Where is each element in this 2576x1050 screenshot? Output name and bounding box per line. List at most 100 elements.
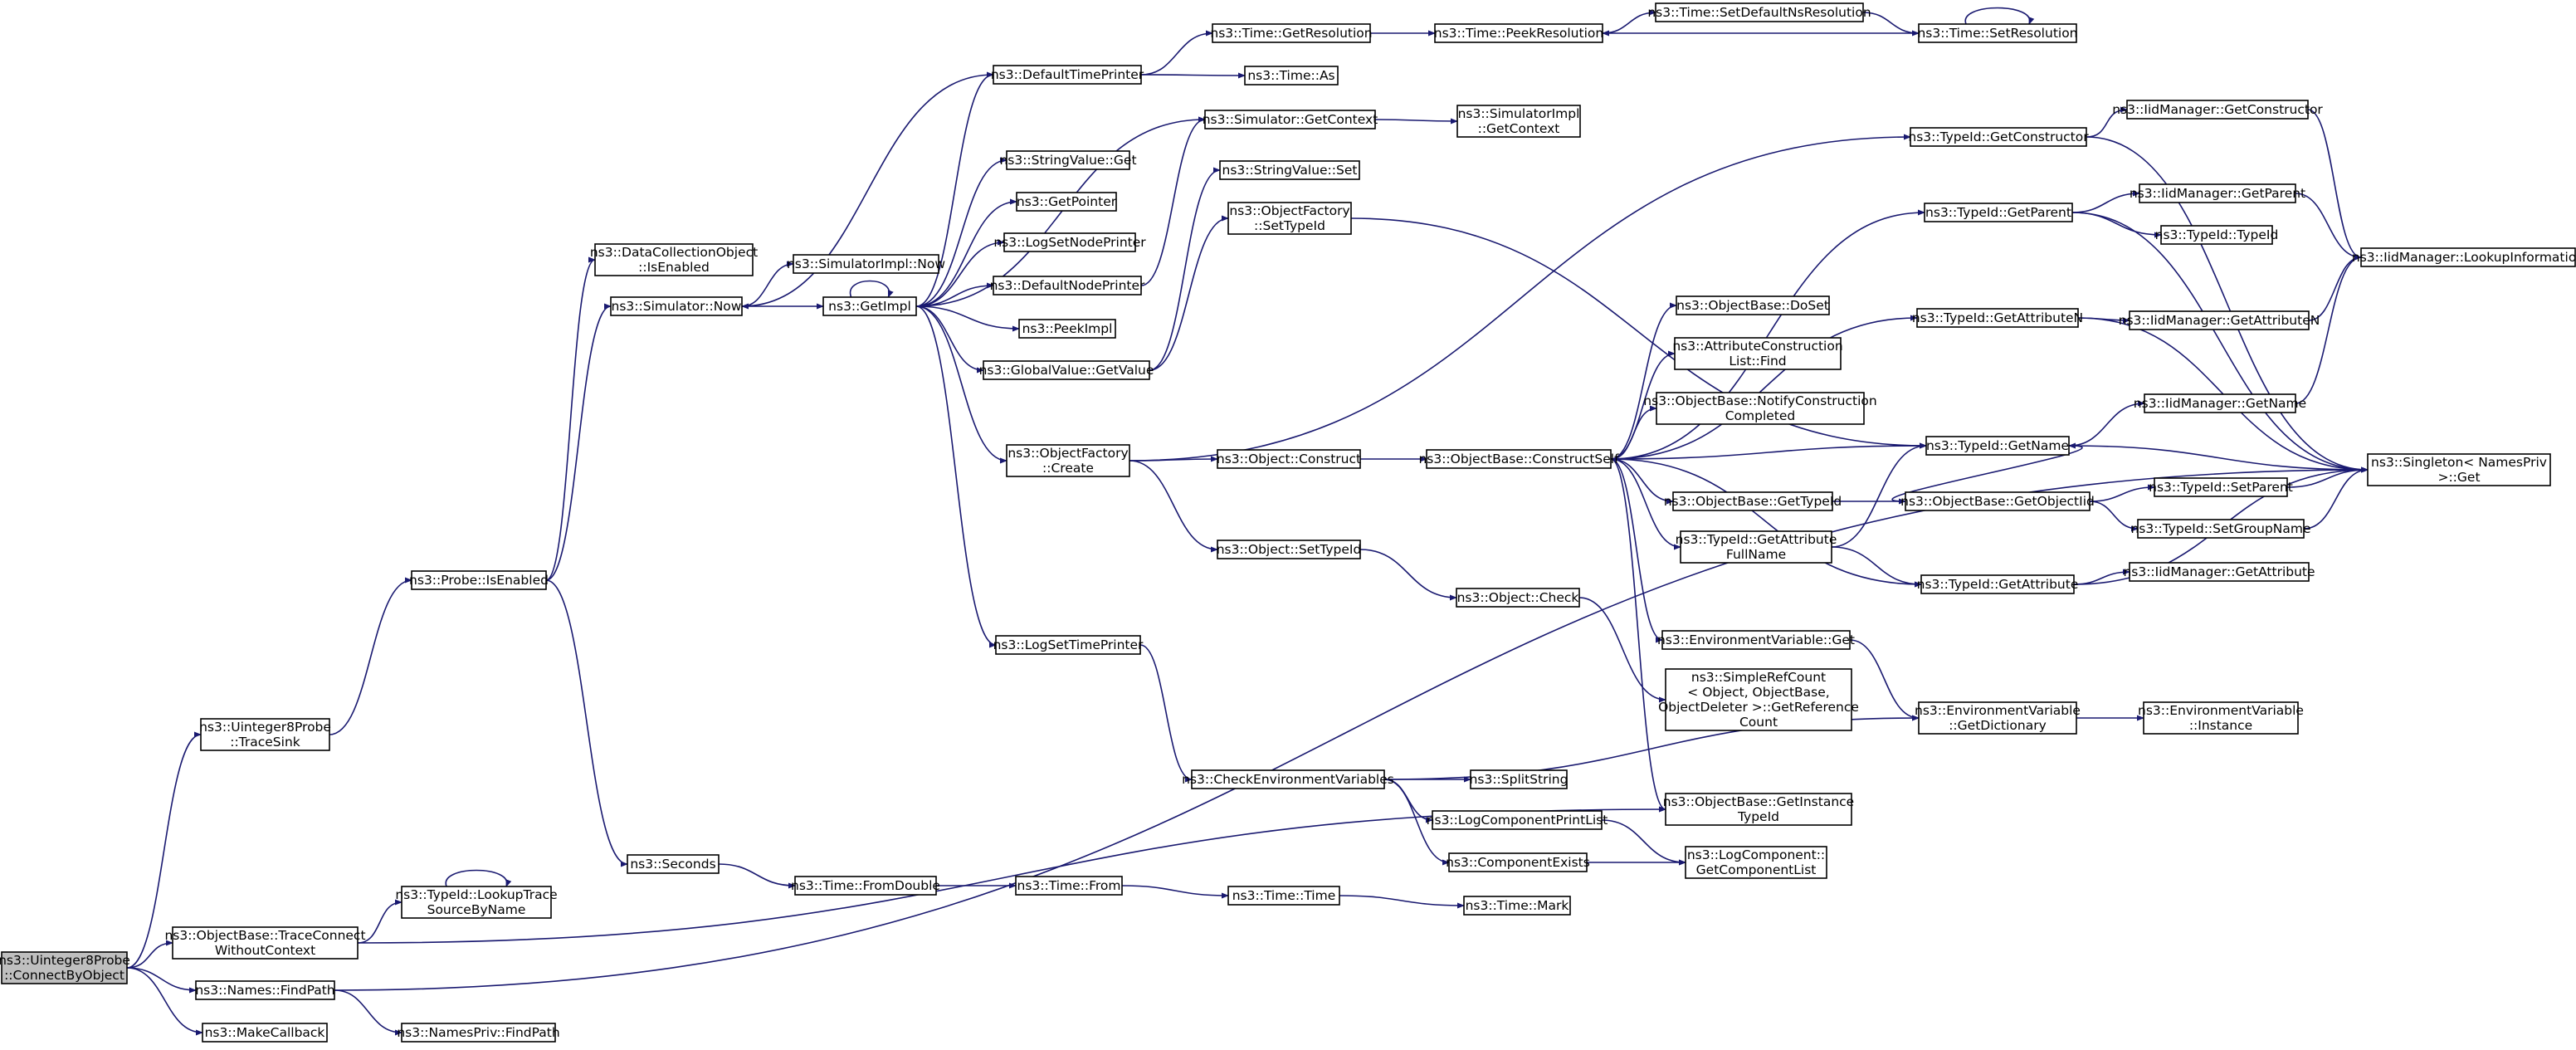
- node-simplerefcount[interactable]: ns3::SimpleRefCount< Object, ObjectBase,…: [1658, 668, 1859, 731]
- node-label: ns3::CheckEnvironmentVariables: [1182, 772, 1394, 787]
- node-iidgetconstructor[interactable]: ns3::IidManager::GetConstructor: [2112, 100, 2323, 120]
- node-typeidgetattribute[interactable]: ns3::TypeId::GetAttribute: [1917, 574, 2079, 594]
- node-logsetnodeprinter[interactable]: ns3::LogSetNodePrinter: [993, 232, 1146, 252]
- node-simimplnow[interactable]: ns3::SimulatorImpl::Now: [787, 254, 945, 274]
- node-globalvalueget[interactable]: ns3::GlobalValue::GetValue: [979, 360, 1154, 380]
- node-box: [1665, 668, 1852, 731]
- node-iidgetattrn[interactable]: ns3::IidManager::GetAttributeN: [2119, 310, 2320, 330]
- node-box: [2160, 225, 2273, 245]
- node-simgetcontext[interactable]: ns3::Simulator::GetContext: [1203, 110, 1378, 129]
- node-logcompprintlist[interactable]: ns3::LogComponentPrintList: [1427, 810, 1608, 830]
- call-edges: [126, 7, 2369, 1036]
- node-root[interactable]: ns3::Uinteger8Probe::ConnectByObject: [0, 951, 130, 984]
- node-traceconnect[interactable]: ns3::ObjectBase::TraceConnectWithoutCont…: [164, 926, 366, 960]
- node-label: ns3::Uinteger8Probe: [199, 720, 331, 735]
- node-setresolution[interactable]: ns3::Time::SetResolution: [1917, 23, 2078, 43]
- node-iidgetname[interactable]: ns3::IidManager::GetName: [2134, 393, 2306, 413]
- node-getobjectiid[interactable]: ns3::ObjectBase::GetObjectIid: [1900, 491, 2095, 511]
- node-box: [200, 718, 330, 751]
- node-peekresolution[interactable]: ns3::Time::PeekResolution: [1434, 23, 1603, 43]
- node-label: ns3::DefaultNodePrinter: [990, 278, 1145, 293]
- edge-typeidgetconstructor-to-iidgetconstructor: [2086, 106, 2128, 138]
- edge-constructself-to-notifyconstr: [1610, 405, 1657, 460]
- node-box: [1426, 449, 1612, 469]
- edge-traceconnect-to-getinstancetypeid: [357, 806, 1666, 944]
- node-typeidsetgroupname[interactable]: ns3::TypeId::SetGroupName: [2130, 519, 2311, 539]
- node-doset[interactable]: ns3::ObjectBase::DoSet: [1676, 295, 1830, 315]
- node-typeidgetattrn[interactable]: ns3::TypeId::GetAttributeN: [1912, 308, 2083, 328]
- node-obgettypeid[interactable]: ns3::ObjectBase::GetTypeId: [1664, 491, 1842, 511]
- node-stringvalueget[interactable]: ns3::StringValue::Get: [999, 150, 1137, 170]
- node-u8trace[interactable]: ns3::Uinteger8Probe::TraceSink: [199, 718, 331, 751]
- node-objfactorysettypeid[interactable]: ns3::ObjectFactory::SetTypeId: [1227, 202, 1352, 235]
- node-componentexists[interactable]: ns3::ComponentExists: [1446, 852, 1590, 872]
- node-box: [172, 926, 359, 960]
- node-box: [1470, 769, 1568, 789]
- node-makecallback[interactable]: ns3::MakeCallback: [202, 1023, 328, 1043]
- node-envvarinstance[interactable]: ns3::EnvironmentVariable::Instance: [2138, 701, 2304, 735]
- node-objectcheck[interactable]: ns3::Object::Check: [1456, 588, 1580, 608]
- node-simnow[interactable]: ns3::Simulator::Now: [610, 296, 743, 316]
- node-defaulttimeprinter[interactable]: ns3::DefaultTimePrinter: [991, 65, 1144, 85]
- node-findpath[interactable]: ns3::Names::FindPath: [195, 980, 335, 1000]
- node-label: ns3::IidManager::GetAttributeN: [2119, 313, 2320, 328]
- node-envvarget[interactable]: ns3::EnvironmentVariable::Get: [1657, 630, 1855, 650]
- node-iidgetparent[interactable]: ns3::IidManager::GetParent: [2130, 183, 2305, 203]
- node-checkenvvars[interactable]: ns3::CheckEnvironmentVariables: [1182, 769, 1394, 789]
- node-typeidsetparent[interactable]: ns3::TypeId::SetParent: [2149, 477, 2293, 497]
- node-box: [1456, 105, 1581, 138]
- node-dco[interactable]: ns3::DataCollectionObject::IsEnabled: [590, 243, 758, 276]
- node-box: [2126, 100, 2309, 120]
- node-getresolution[interactable]: ns3::Time::GetResolution: [1210, 23, 1373, 43]
- node-iidgetattribute[interactable]: ns3::IidManager::GetAttribute: [2123, 562, 2315, 582]
- node-box: [1, 951, 128, 984]
- node-objectsettypeid[interactable]: ns3::Object::SetTypeId: [1217, 540, 1362, 559]
- node-defaultnodeprinter[interactable]: ns3::DefaultNodePrinter: [990, 276, 1145, 295]
- node-box: [2129, 562, 2310, 582]
- node-constructself[interactable]: ns3::ObjectBase::ConstructSelf: [1418, 449, 1619, 469]
- node-box: [1920, 574, 2075, 594]
- node-timeas[interactable]: ns3::Time::As: [1244, 66, 1339, 85]
- node-fromdouble[interactable]: ns3::Time::FromDouble: [791, 876, 940, 896]
- node-box: [1665, 793, 1852, 826]
- node-notifyconstr[interactable]: ns3::ObjectBase::NotifyConstructionCompl…: [1643, 392, 1877, 425]
- node-label: SourceByName: [427, 902, 526, 917]
- edge-constructself-to-getinstancetypeid: [1610, 458, 1666, 813]
- node-getimpl[interactable]: ns3::GetImpl: [822, 296, 917, 316]
- node-namesprivfind[interactable]: ns3::NamesPriv::FindPath: [397, 1023, 560, 1043]
- node-box: [1204, 110, 1376, 129]
- node-getpointer[interactable]: ns3::GetPointer: [1016, 192, 1117, 212]
- node-objectconstruct[interactable]: ns3::Object::Construct: [1217, 449, 1361, 469]
- node-label: ns3::ObjectBase::GetTypeId: [1664, 494, 1842, 509]
- node-probeenabled[interactable]: ns3::Probe::IsEnabled: [409, 570, 549, 590]
- node-label: ns3::Probe::IsEnabled: [409, 573, 549, 588]
- node-logsettimeprinter[interactable]: ns3::LogSetTimePrinter: [993, 635, 1144, 655]
- node-getcomponentlist[interactable]: ns3::LogComponent::GetComponentList: [1685, 846, 1827, 879]
- node-typeidgetconstructor[interactable]: ns3::TypeId::GetConstructor: [1908, 127, 2089, 147]
- node-iidlookupinfo[interactable]: ns3::IidManager::LookupInformation: [2352, 247, 2576, 267]
- node-timefrom[interactable]: ns3::Time::From: [1015, 876, 1123, 896]
- edge-typeidgetconstructor-to-singletonget: [2086, 136, 2369, 473]
- node-simimplgetcontext[interactable]: ns3::SimulatorImpl::GetContext: [1456, 105, 1581, 138]
- node-objfactorycreate[interactable]: ns3::ObjectFactory::Create: [1006, 444, 1130, 477]
- node-typeidgetparent[interactable]: ns3::TypeId::GetParent: [1924, 203, 2073, 222]
- edge-constructself-to-typeidgetparent: [1610, 209, 1925, 460]
- node-label: ::GetDictionary: [1949, 718, 2047, 733]
- node-peekimpl[interactable]: ns3::PeekImpl: [1018, 319, 1116, 339]
- node-setdefaultnsres[interactable]: ns3::Time::SetDefaultNsResolution: [1647, 2, 1871, 22]
- node-typeidgetname[interactable]: ns3::TypeId::GetName: [1925, 436, 2070, 456]
- node-seconds[interactable]: ns3::Seconds: [627, 854, 720, 874]
- node-envvargetdict[interactable]: ns3::EnvironmentVariable::GetDictionary: [1915, 701, 2081, 735]
- node-stringvalueset[interactable]: ns3::StringValue::Set: [1219, 160, 1360, 180]
- node-singletonget[interactable]: ns3::Singleton< NamesPriv >::Get: [2367, 453, 2551, 486]
- node-label: TypeId: [1737, 809, 1779, 824]
- node-label: ns3::LogComponent::: [1687, 847, 1825, 862]
- node-timetime[interactable]: ns3::Time::Time: [1227, 886, 1340, 906]
- node-splitstring[interactable]: ns3::SplitString: [1470, 769, 1569, 789]
- node-typeidtypeid[interactable]: ns3::TypeId::TypeId: [2155, 225, 2279, 245]
- node-timemark[interactable]: ns3::Time::Mark: [1463, 896, 1571, 916]
